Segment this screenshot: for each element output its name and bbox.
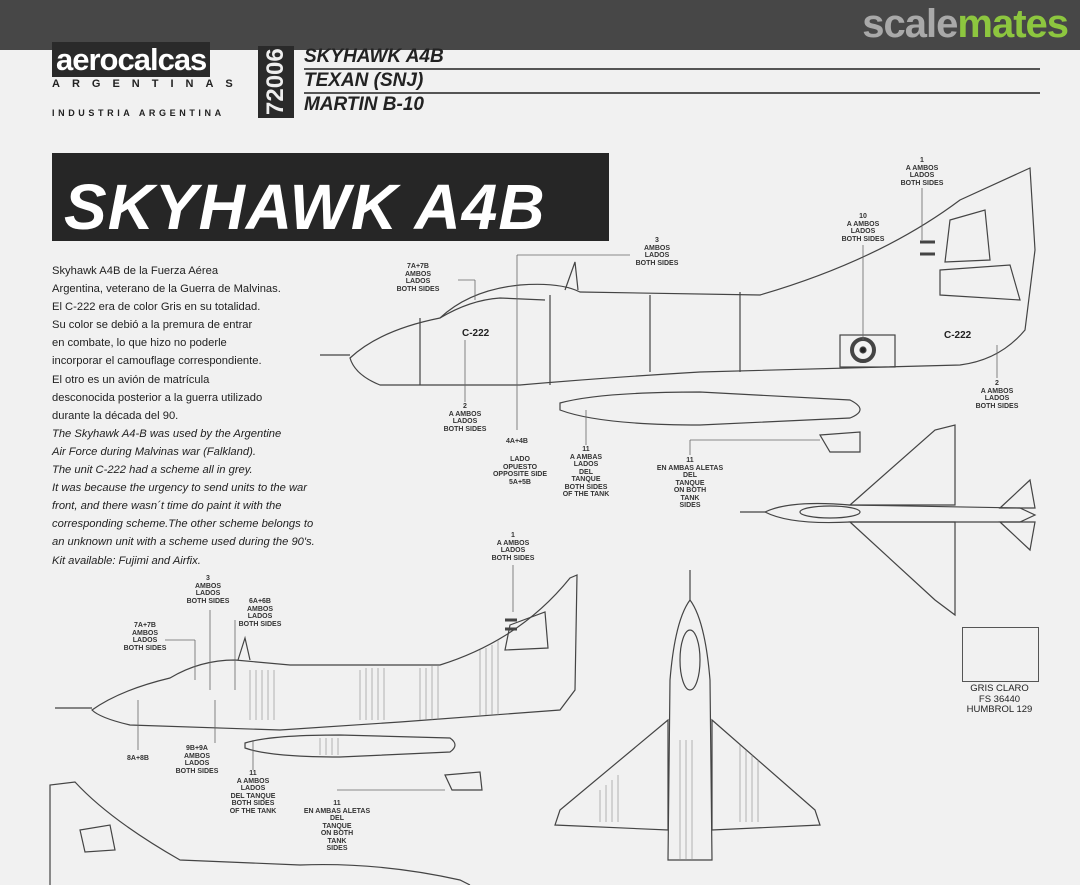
desc-line: front, and there wasn´t time do paint it…: [52, 500, 282, 513]
desc-line: an unknown unit with a scheme used durin…: [52, 536, 315, 549]
decal-callout: 7A+7B AMBOS LADOS BOTH SIDES: [123, 622, 167, 652]
bottom-aircraft-plan-view: [554, 570, 821, 861]
decal-callout: 2 A AMBOS LADOS BOTH SIDES: [975, 380, 1019, 410]
decal-callout: LADO OPUESTO OPPOSITE SIDE 5A+5B: [492, 456, 548, 486]
decal-callout: 6A+6B AMBOS LADOS BOTH SIDES: [238, 598, 282, 628]
desc-line: desconocida posterior a la guerra utiliz…: [52, 391, 263, 404]
aerocalcas-logo: aerocalcas ARGENTINAS INDUSTRIA ARGENTIN…: [52, 42, 245, 118]
description: Skyhawk A4B de la Fuerza Aérea Argentina…: [52, 262, 362, 570]
decal-callout: 2 A AMBOS LADOS BOTH SIDES: [443, 403, 487, 433]
site-header-bar: scalemates: [0, 0, 1080, 50]
title-banner: SKYHAWK A4B: [52, 153, 609, 241]
scalemates-logo[interactable]: scalemates: [862, 2, 1069, 46]
brand-industry: INDUSTRIA ARGENTINA: [52, 108, 225, 118]
decal-callout: 11 EN AMBAS ALETAS DEL TANQUE ON BOTH TA…: [303, 800, 371, 852]
desc-line: en combate, lo que hizo no poderle: [52, 337, 227, 350]
top-aircraft-plan-view: [740, 424, 1037, 617]
desc-line: Argentina, veterano de la Guerra de Malv…: [52, 283, 281, 296]
subject-item: TEXAN (SNJ): [304, 70, 1040, 94]
desc-line: corresponding scheme.The other scheme be…: [52, 518, 314, 531]
desc-line: The Skyhawk A4-B was used by the Argenti…: [52, 427, 282, 440]
serial-marking: C-222: [944, 330, 972, 341]
color-swatch-label: GRIS CLARO FS 36440 HUMBROL 129: [966, 683, 1033, 715]
decal-callout: 7A+7B AMBOS LADOS BOTH SIDES: [396, 263, 440, 293]
subject-item: SKYHAWK A4B: [304, 46, 1040, 70]
decal-callout: 1 A AMBOS LADOS BOTH SIDES: [900, 157, 944, 187]
desc-line: durante la década del 90.: [52, 409, 179, 422]
desc-line: El otro es un avión de matrícula: [52, 373, 210, 386]
brand-name: aerocalcas: [52, 42, 211, 77]
decal-callout: 11 A AMBAS LADOS DEL TANQUE BOTH SIDES O…: [562, 446, 610, 498]
desc-line: The unit C-222 had a scheme all in grey.: [52, 464, 253, 477]
desc-line: It was because the urgency to send units…: [52, 482, 307, 495]
top-aircraft-side-view: [320, 167, 1036, 455]
decal-callout: 8A+8B: [127, 755, 149, 762]
decal-callout: 1 A AMBOS LADOS BOTH SIDES: [491, 532, 535, 562]
decal-callout: 3 AMBOS LADOS BOTH SIDES: [635, 237, 679, 267]
decal-callout: 3 AMBOS LADOS BOTH SIDES: [186, 575, 230, 605]
decal-callout: 10 A AMBOS LADOS BOTH SIDES: [841, 213, 885, 243]
partial-aircraft-bottom: [49, 781, 471, 885]
brand-sub: ARGENTINAS: [52, 78, 245, 90]
serial-marking: C-222: [462, 328, 490, 339]
desc-line: Su color se debió a la premura de entrar: [52, 319, 253, 332]
subject-item: MARTIN B-10: [304, 94, 424, 115]
bottom-aircraft-side-view: [55, 565, 578, 791]
desc-line: Air Force during Malvinas war (Falkland)…: [52, 445, 256, 458]
desc-line: El C-222 era de color Gris en su totalid…: [52, 301, 261, 314]
desc-line: Skyhawk A4B de la Fuerza Aérea: [52, 265, 219, 277]
decal-callout: 9B+9A AMBOS LADOS BOTH SIDES: [175, 745, 219, 775]
subject-list: SKYHAWK A4B TEXAN (SNJ) MARTIN B-10: [304, 46, 1040, 116]
desc-line: incorporar el camouflage correspondiente…: [52, 355, 262, 368]
decal-callout: 11 EN AMBAS ALETAS DEL TANQUE ON BOTH TA…: [656, 457, 724, 509]
desc-line: Kit available: Fujimi and Airfix.: [52, 554, 201, 567]
decal-callout: 4A+4B: [506, 438, 528, 445]
decal-callout: 11 A AMBOS LADOS DEL TANQUE BOTH SIDES O…: [229, 770, 277, 815]
page-title: SKYHAWK A4B: [64, 171, 546, 243]
color-swatch: [962, 627, 1039, 682]
